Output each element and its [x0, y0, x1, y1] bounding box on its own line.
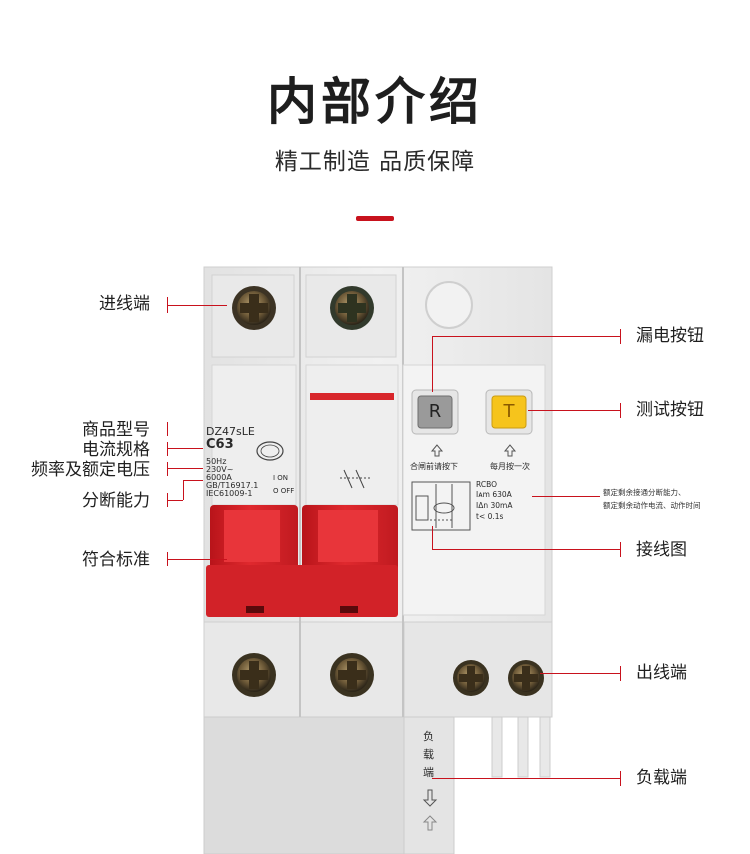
label-model: 商品型号 — [82, 420, 150, 440]
callout-line-leakage-down — [432, 336, 433, 392]
callout-line-leakage — [432, 336, 620, 337]
callout-line-load — [432, 778, 620, 779]
rcbo-print: RCBO — [476, 480, 497, 489]
callout-tick — [167, 462, 168, 476]
load-side-print-1: 负 — [423, 730, 434, 743]
callout-tick — [620, 403, 621, 418]
label-breaking-capacity: 分断能力 — [82, 491, 150, 511]
frequency-print: 50Hz — [206, 457, 227, 466]
note-rated-residual-line1: 额定剩余接通分断能力、 — [603, 488, 686, 497]
reset-button-letter: R — [428, 401, 442, 422]
callout-tick — [620, 666, 621, 681]
bottom-screw-2 — [330, 653, 374, 697]
callout-line-note — [532, 496, 600, 497]
load-side-print-3: 端 — [423, 766, 434, 779]
label-frequency-voltage: 频率及额定电压 — [31, 460, 150, 480]
callout-tick — [620, 542, 621, 557]
callout-tick — [620, 771, 621, 786]
standard-gb-print: GB/T16917.1 — [206, 481, 259, 490]
note-rated-residual-line2: 额定剩余动作电流、动作时间 — [603, 501, 701, 510]
callout-line-current — [167, 448, 203, 449]
callout-tick — [620, 329, 621, 344]
trip-time-print: t< 0.1s — [476, 512, 504, 521]
rating-print: C63 — [206, 437, 234, 452]
callout-line-test — [528, 410, 620, 411]
label-current-spec: 电流规格 — [82, 440, 150, 460]
accent-divider — [356, 216, 394, 221]
label-incoming-terminal: 进线端 — [99, 294, 150, 314]
bottom-screw-3 — [453, 660, 489, 696]
im-print: Iᴀm 630A — [476, 490, 512, 499]
breaking-print: 6000A — [206, 473, 232, 482]
label-leakage-button: 漏电按钮 — [636, 326, 704, 346]
test-hint-print: 每月按一次 — [490, 462, 530, 471]
top-screw-left — [232, 286, 276, 330]
voltage-print: 230V~ — [206, 465, 234, 474]
callout-line-wiring-up — [432, 526, 433, 550]
label-load-terminal: 负载端 — [636, 768, 687, 788]
callout-line-breaking — [167, 500, 183, 501]
top-screw-right — [330, 286, 374, 330]
label-outgoing-terminal: 出线端 — [636, 663, 687, 683]
callout-line-outgoing — [540, 673, 620, 674]
test-button-letter: T — [503, 401, 515, 422]
callout-line-incoming — [167, 305, 227, 306]
bottom-screw-1 — [232, 653, 276, 697]
label-test-button: 测试按钮 — [636, 400, 704, 420]
model-print: DZ47sLE — [206, 425, 255, 438]
standard-iec-print: IEC61009-1 — [206, 489, 253, 498]
page-title: 内部介绍 — [267, 73, 483, 131]
on-print: I ON — [273, 474, 289, 482]
wiring-diagram-print — [411, 481, 471, 531]
callout-tick — [167, 442, 168, 456]
page-subtitle: 精工制造 品质保障 — [274, 149, 476, 175]
callout-tick — [167, 422, 168, 436]
reset-hint-print: 合闸前请按下 — [410, 462, 458, 471]
switch-symbol-print — [340, 469, 372, 489]
off-print: O OFF — [273, 487, 295, 495]
load-side-print-2: 载 — [423, 748, 434, 761]
idn-print: IΔn 30mA — [476, 501, 513, 510]
label-wiring-diagram: 接线图 — [636, 540, 687, 560]
callout-line-standard — [167, 559, 227, 560]
callout-line-wiring — [432, 549, 620, 550]
bottom-screw-4 — [508, 660, 544, 696]
ccc-mark — [256, 441, 284, 461]
callout-line-frequency — [167, 468, 203, 469]
callout-line-breaking-up — [183, 480, 184, 500]
callout-line-breaking-end — [183, 480, 203, 481]
label-standard: 符合标准 — [82, 550, 150, 570]
